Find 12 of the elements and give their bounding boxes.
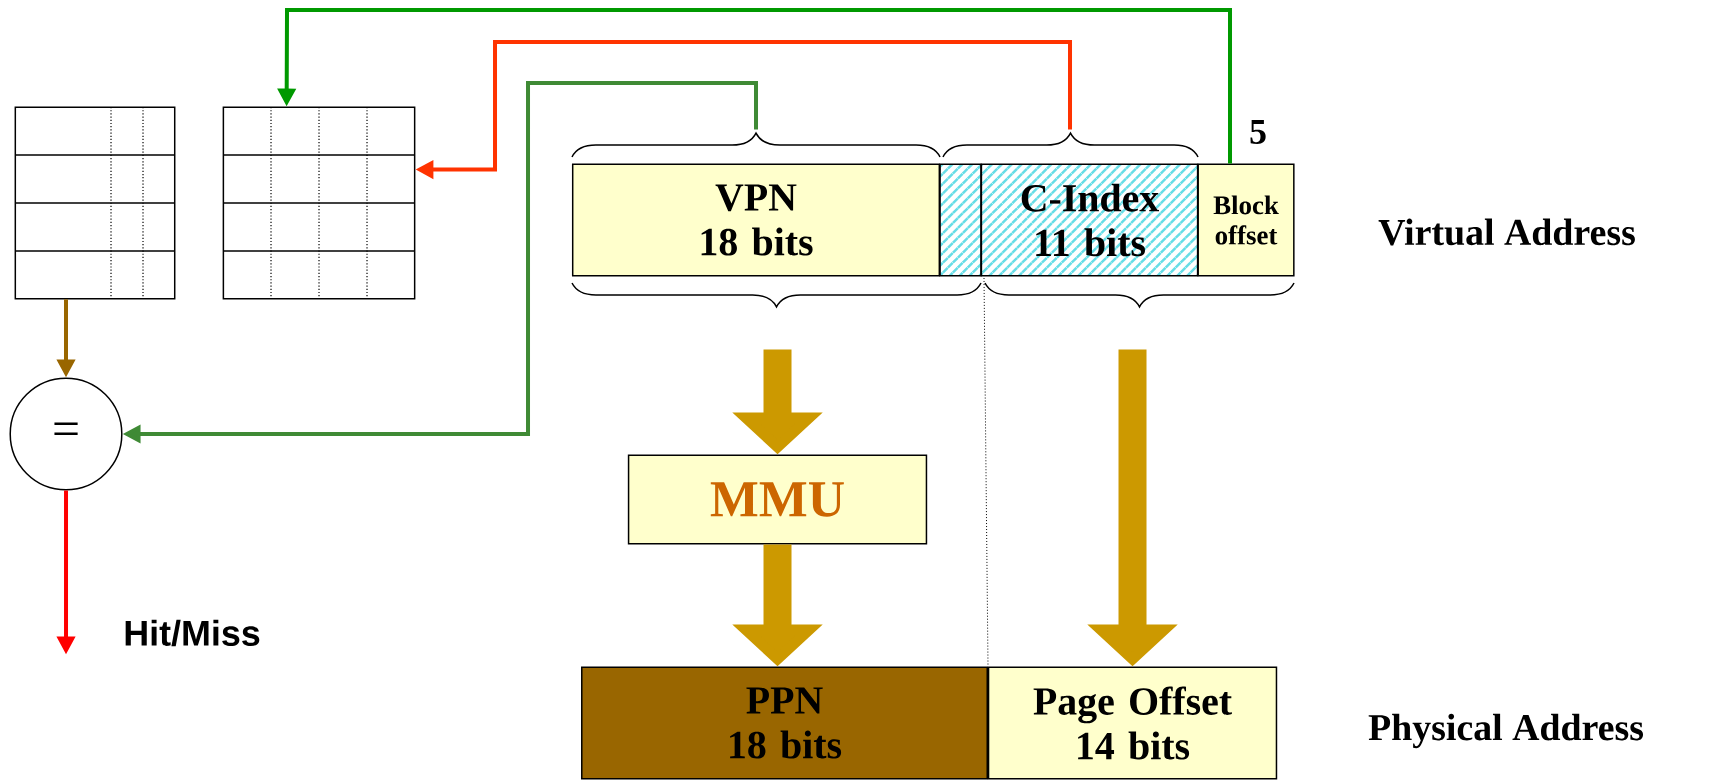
table-grid xyxy=(222,106,416,300)
address-field: VPN 18 bits xyxy=(571,163,941,277)
address-label: Virtual Address xyxy=(1378,218,1635,246)
bit-count-label: 5 xyxy=(1250,120,1266,144)
address-field: PPN 18 bits xyxy=(581,666,988,780)
mmu-box: MMU xyxy=(627,454,928,545)
address-field xyxy=(939,163,982,277)
output-label: Hit/Miss xyxy=(125,619,260,647)
address-label: Physical Address xyxy=(1368,713,1644,749)
address-field: Page Offset 14 bits xyxy=(987,666,1278,780)
address-field: Block offset xyxy=(1197,163,1295,277)
table-grid xyxy=(14,106,176,300)
